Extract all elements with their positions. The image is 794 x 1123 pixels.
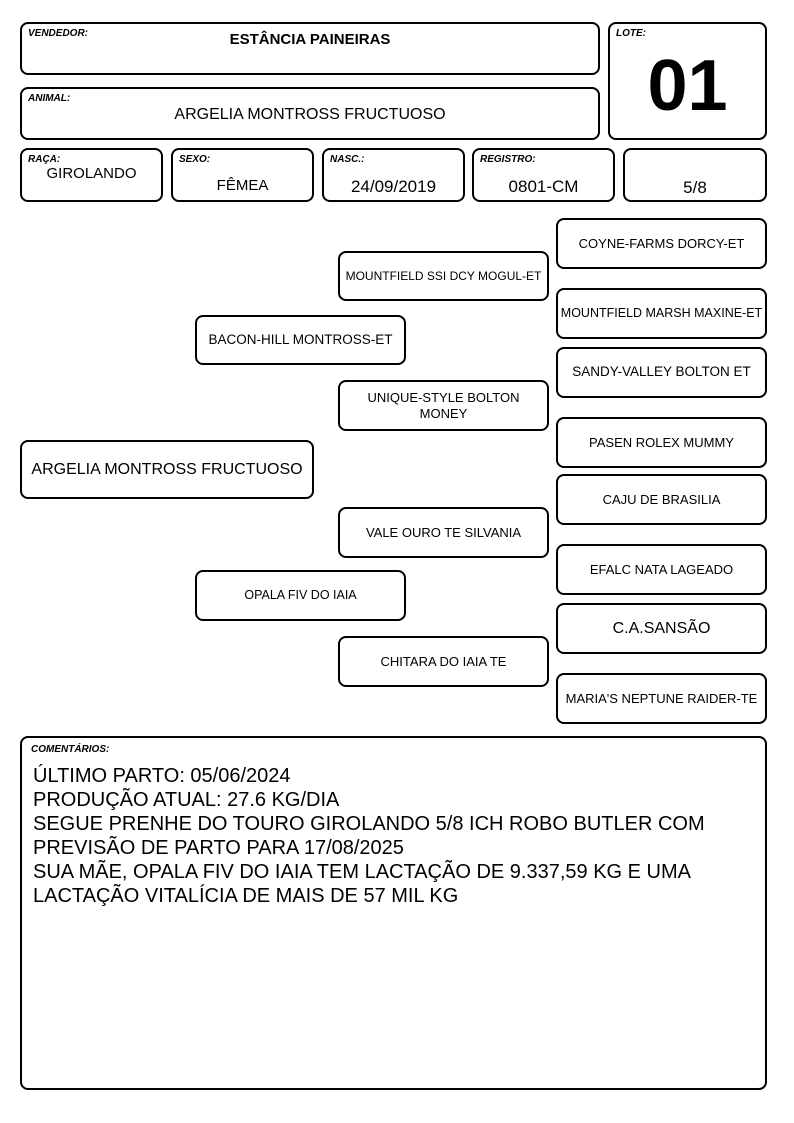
pedigree-dd-sire-name: C.A.SANSÃO xyxy=(612,619,711,637)
vendedor-label: VENDEDOR: xyxy=(28,28,89,39)
pedigree-dd-dam: MARIA'S NEPTUNE RAIDER-TE xyxy=(556,673,767,724)
animal-label: ANIMAL: xyxy=(28,93,71,104)
pedigree-dam-dam-name: CHITARA DO IAIA TE xyxy=(380,653,507,669)
pedigree-sd-dam: PASEN ROLEX MUMMY xyxy=(556,417,767,468)
raca-label: RAÇA: xyxy=(28,154,61,165)
raca-box: RAÇA: GIROLANDO xyxy=(20,148,163,202)
lote-number: 01 xyxy=(647,46,728,126)
vendedor-box: VENDEDOR: ESTÂNCIA PAINEIRAS xyxy=(20,22,600,75)
nasc-label: NASC.: xyxy=(330,154,365,165)
registro-label: REGISTRO: xyxy=(480,154,536,165)
pedigree-animal-name: ARGELIA MONTROSS FRUCTUOSO xyxy=(31,460,303,478)
pedigree-dd-sire: C.A.SANSÃO xyxy=(556,603,767,654)
pedigree-dam: OPALA FIV DO IAIA xyxy=(195,570,406,621)
pedigree-animal: ARGELIA MONTROSS FRUCTUOSO xyxy=(20,440,314,499)
nasc-box: NASC.: 24/09/2019 xyxy=(322,148,465,202)
pedigree-sire-sire: MOUNTFIELD SSI DCY MOGUL-ET xyxy=(338,251,549,301)
pedigree-ss-sire: COYNE-FARMS DORCY-ET xyxy=(556,218,767,269)
comment-line: ÚLTIMO PARTO: 05/06/2024 xyxy=(33,765,291,787)
pedigree-sd-dam-name: PASEN ROLEX MUMMY xyxy=(589,434,734,450)
pedigree-sire-sire-name: MOUNTFIELD SSI DCY MOGUL-ET xyxy=(345,268,542,283)
comentarios-text: ÚLTIMO PARTO: 05/06/2024 PRODUÇÃO ATUAL:… xyxy=(33,764,755,908)
grau-sangue-value: 5/8 xyxy=(683,178,707,197)
comment-line: PRODUÇÃO ATUAL: 27.6 KG/DIA xyxy=(33,789,340,811)
pedigree-sd-sire: SANDY-VALLEY BOLTON ET xyxy=(556,347,767,398)
pedigree-dam-dam: CHITARA DO IAIA TE xyxy=(338,636,549,687)
pedigree-dd-dam-name: MARIA'S NEPTUNE RAIDER-TE xyxy=(565,690,758,706)
pedigree-ds-sire-name: CAJU DE BRASILIA xyxy=(602,491,721,507)
pedigree-sire-name: BACON-HILL MONTROSS-ET xyxy=(208,331,393,347)
comentarios-box: COMENTÁRIOS: ÚLTIMO PARTO: 05/06/2024 PR… xyxy=(20,736,767,1090)
raca-value: GIROLANDO xyxy=(46,165,137,182)
pedigree-sire-dam-name: UNIQUE-STYLE BOLTON MONEY xyxy=(367,389,520,421)
pedigree-sire: BACON-HILL MONTROSS-ET xyxy=(195,315,406,365)
pedigree-ss-dam-name: MOUNTFIELD MARSH MAXINE-ET xyxy=(560,306,763,320)
nasc-value: 24/09/2019 xyxy=(350,177,437,196)
grau-sangue-box: 5/8 xyxy=(623,148,767,202)
pedigree-dam-name: OPALA FIV DO IAIA xyxy=(244,588,357,602)
registro-value: 0801-CM xyxy=(508,177,579,196)
sexo-box: SEXO: FÊMEA xyxy=(171,148,314,202)
pedigree-ds-dam: EFALC NATA LAGEADO xyxy=(556,544,767,595)
pedigree-dam-sire: VALE OURO TE SILVANIA xyxy=(338,507,549,558)
lote-box: LOTE: 01 xyxy=(608,22,767,140)
comentarios-label: COMENTÁRIOS: xyxy=(31,744,110,755)
registro-box: REGISTRO: 0801-CM xyxy=(472,148,615,202)
vendedor-value: ESTÂNCIA PAINEIRAS xyxy=(229,31,391,48)
sexo-label: SEXO: xyxy=(179,154,211,165)
pedigree-ds-sire: CAJU DE BRASILIA xyxy=(556,474,767,525)
comment-line: SEGUE PRENHE DO TOURO GIROLANDO 5/8 ICH … xyxy=(33,813,711,859)
lote-label: LOTE: xyxy=(616,28,646,39)
sexo-value: FÊMEA xyxy=(216,177,269,194)
pedigree-ds-dam-name: EFALC NATA LAGEADO xyxy=(589,561,734,577)
pedigree-sd-sire-name: SANDY-VALLEY BOLTON ET xyxy=(572,364,751,380)
pedigree-ss-sire-name: COYNE-FARMS DORCY-ET xyxy=(578,235,745,251)
comment-line: SUA MÃE, OPALA FIV DO IAIA TEM LACTAÇÃO … xyxy=(33,861,696,907)
animal-box: ANIMAL: ARGELIA MONTROSS FRUCTUOSO xyxy=(20,87,600,140)
pedigree-sire-dam: UNIQUE-STYLE BOLTON MONEY xyxy=(338,380,549,431)
pedigree-dam-sire-name: VALE OURO TE SILVANIA xyxy=(365,524,522,540)
pedigree-ss-dam: MOUNTFIELD MARSH MAXINE-ET xyxy=(556,288,767,339)
animal-name: ARGELIA MONTROSS FRUCTUOSO xyxy=(174,106,446,123)
